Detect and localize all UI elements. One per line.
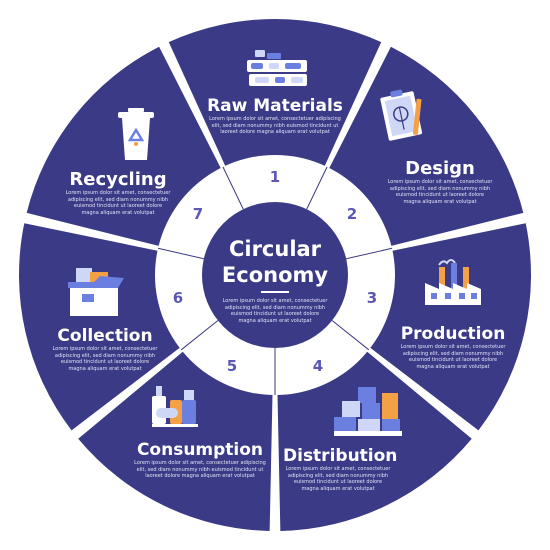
design-blueprint-icon xyxy=(380,89,423,141)
step-number: 5 xyxy=(226,357,238,375)
step-description: Lorem ipsum dolor sit amet, consectetuer… xyxy=(134,460,266,480)
center-divider xyxy=(261,291,289,293)
center-circle xyxy=(202,202,348,348)
step-description: Lorem ipsum dolor sit amet, consectetuer… xyxy=(52,346,158,372)
step-number: 3 xyxy=(366,289,378,307)
ring-spoke xyxy=(331,320,370,351)
step-description: Lorem ipsum dolor sit amet, consectetuer… xyxy=(387,179,493,205)
ring-spoke xyxy=(180,320,219,351)
wheel-segment xyxy=(168,18,382,175)
wheel-segment xyxy=(362,223,531,431)
step-description: Lorem ipsum dolor sit amet, consectetuer… xyxy=(65,190,171,216)
step-title: Collection xyxy=(57,326,153,346)
collection-box-icon xyxy=(68,268,124,316)
step-number: 6 xyxy=(172,289,184,307)
step-distribution: Distribution Lorem ipsum dolor sit amet,… xyxy=(283,446,398,492)
raw-materials-icon xyxy=(247,50,307,86)
step-description: Lorem ipsum dolor sit amet, consectetuer… xyxy=(285,466,391,492)
wheel-segment xyxy=(18,223,188,431)
step-collection: Collection Lorem ipsum dolor sit amet, c… xyxy=(50,326,160,372)
ring-spoke xyxy=(222,166,244,210)
step-title: Design xyxy=(405,158,475,179)
step-title: Recycling xyxy=(69,169,167,190)
step-number: 7 xyxy=(192,205,204,223)
step-title: Consumption xyxy=(136,440,264,460)
step-description: Lorem ipsum dolor sit amet, consectetuer… xyxy=(400,344,506,370)
step-number: 2 xyxy=(346,205,358,223)
wheel-segment xyxy=(78,345,273,531)
center-title: Circular Economy xyxy=(200,236,350,288)
center-title-line1: Circular xyxy=(228,237,322,261)
step-recycling: Recycling Lorem ipsum dolor sit amet, co… xyxy=(58,170,178,216)
recycle-bin-icon xyxy=(118,108,154,160)
wheel-segment xyxy=(324,46,524,249)
step-raw-materials: Raw Materials Lorem ipsum dolor sit amet… xyxy=(200,96,350,136)
wheel-segment xyxy=(277,345,472,531)
center-description: Lorem ipsum dolor sit amet, consectetuer… xyxy=(222,298,328,324)
step-number: 4 xyxy=(312,357,324,375)
step-title: Distribution xyxy=(283,446,398,466)
step-consumption: Consumption Lorem ipsum dolor sit amet, … xyxy=(125,440,275,480)
factory-icon xyxy=(425,259,481,305)
step-title: Production xyxy=(400,324,506,344)
ring-spoke xyxy=(346,247,393,260)
step-title: Raw Materials xyxy=(207,96,343,116)
step-description: Lorem ipsum dolor sit amet, consectetuer… xyxy=(209,116,341,136)
step-number: 1 xyxy=(269,168,281,186)
step-design: Design Lorem ipsum dolor sit amet, conse… xyxy=(385,159,495,205)
products-bottles-icon xyxy=(152,386,198,427)
center-title-line2: Economy xyxy=(221,263,329,287)
ring-spoke xyxy=(306,166,328,210)
step-production: Production Lorem ipsum dolor sit amet, c… xyxy=(398,324,508,370)
ring-spoke xyxy=(157,247,204,260)
boxes-pallet-icon xyxy=(334,387,402,436)
